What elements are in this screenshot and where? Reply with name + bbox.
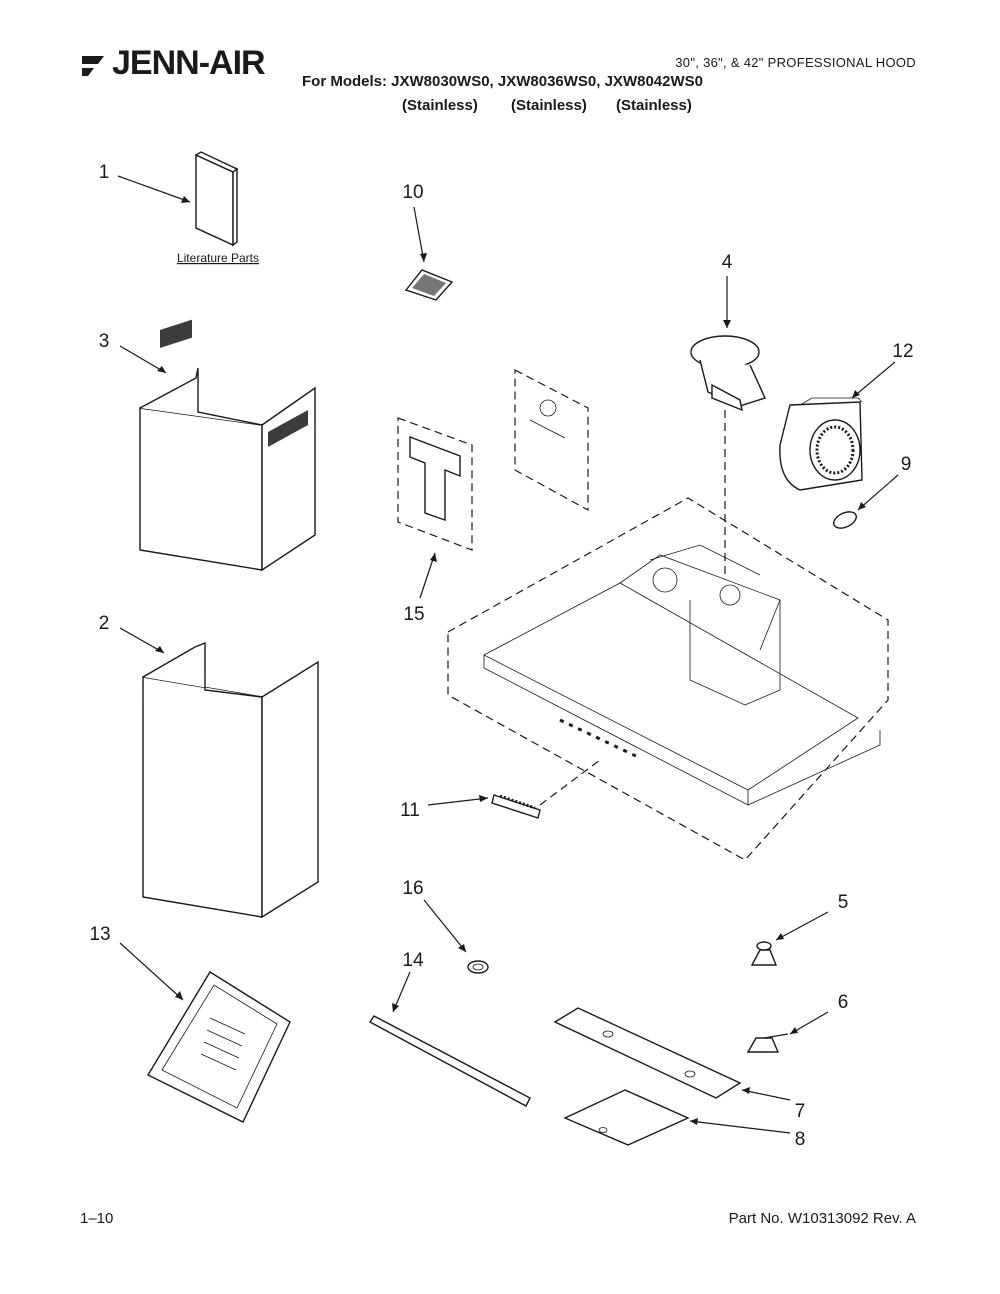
callout-8: 8	[795, 1129, 806, 1150]
callout-4: 4	[722, 252, 733, 273]
page-number: 1–10	[80, 1210, 114, 1227]
callout-11: 11	[400, 800, 420, 821]
callout-1: 1	[99, 162, 110, 183]
model-variant: (Stainless)	[616, 97, 692, 114]
model-variant: (Stainless)	[511, 97, 587, 114]
callout-9: 9	[901, 454, 912, 475]
part-5-knob	[750, 911, 829, 966]
callout-5: 5	[838, 892, 849, 913]
callout-6: 6	[838, 992, 849, 1013]
part-8-charcoal-filter	[563, 1089, 791, 1146]
callout-15: 15	[403, 604, 424, 625]
part-1-literature	[117, 151, 239, 247]
part-number: Part No. W10313092 Rev. A	[728, 1210, 916, 1227]
part-15-template	[397, 369, 589, 599]
literature-parts-label: Literature Parts	[177, 251, 259, 265]
product-title: 30", 36", & 42" PROFESSIONAL HOOD	[675, 55, 916, 70]
part-12-blower	[779, 361, 896, 491]
hood-body	[447, 497, 889, 861]
callout-2: 2	[99, 613, 110, 634]
part-7-filter-plate	[553, 1007, 791, 1101]
part-13-parts-bag	[119, 942, 291, 1123]
brand-mark-icon	[82, 56, 104, 76]
callout-3: 3	[99, 331, 110, 352]
part-16-nut	[423, 899, 489, 974]
part-6-switch	[746, 1011, 829, 1053]
brand-name: JENN-AIR	[112, 44, 266, 82]
brand-logo: JENN-AIR	[80, 38, 280, 88]
models-line: For Models: JXW8030WS0, JXW8036WS0, JXW8…	[302, 73, 703, 90]
model-variant: (Stainless)	[402, 97, 478, 114]
callout-14: 14	[402, 950, 424, 971]
part-14-trim-strip	[368, 971, 531, 1107]
callout-10: 10	[402, 182, 423, 203]
callout-13: 13	[89, 924, 110, 945]
callout-12: 12	[892, 341, 913, 362]
part-9-capacitor	[833, 474, 899, 529]
part-10-bracket	[404, 206, 454, 301]
callout-16: 16	[402, 878, 423, 899]
callout-7: 7	[795, 1101, 806, 1122]
part-3-upper-duct-cover	[119, 319, 316, 572]
part-11-filter-clip	[427, 759, 601, 819]
part-4-damper	[690, 276, 766, 580]
part-2-lower-duct-cover	[119, 627, 319, 919]
